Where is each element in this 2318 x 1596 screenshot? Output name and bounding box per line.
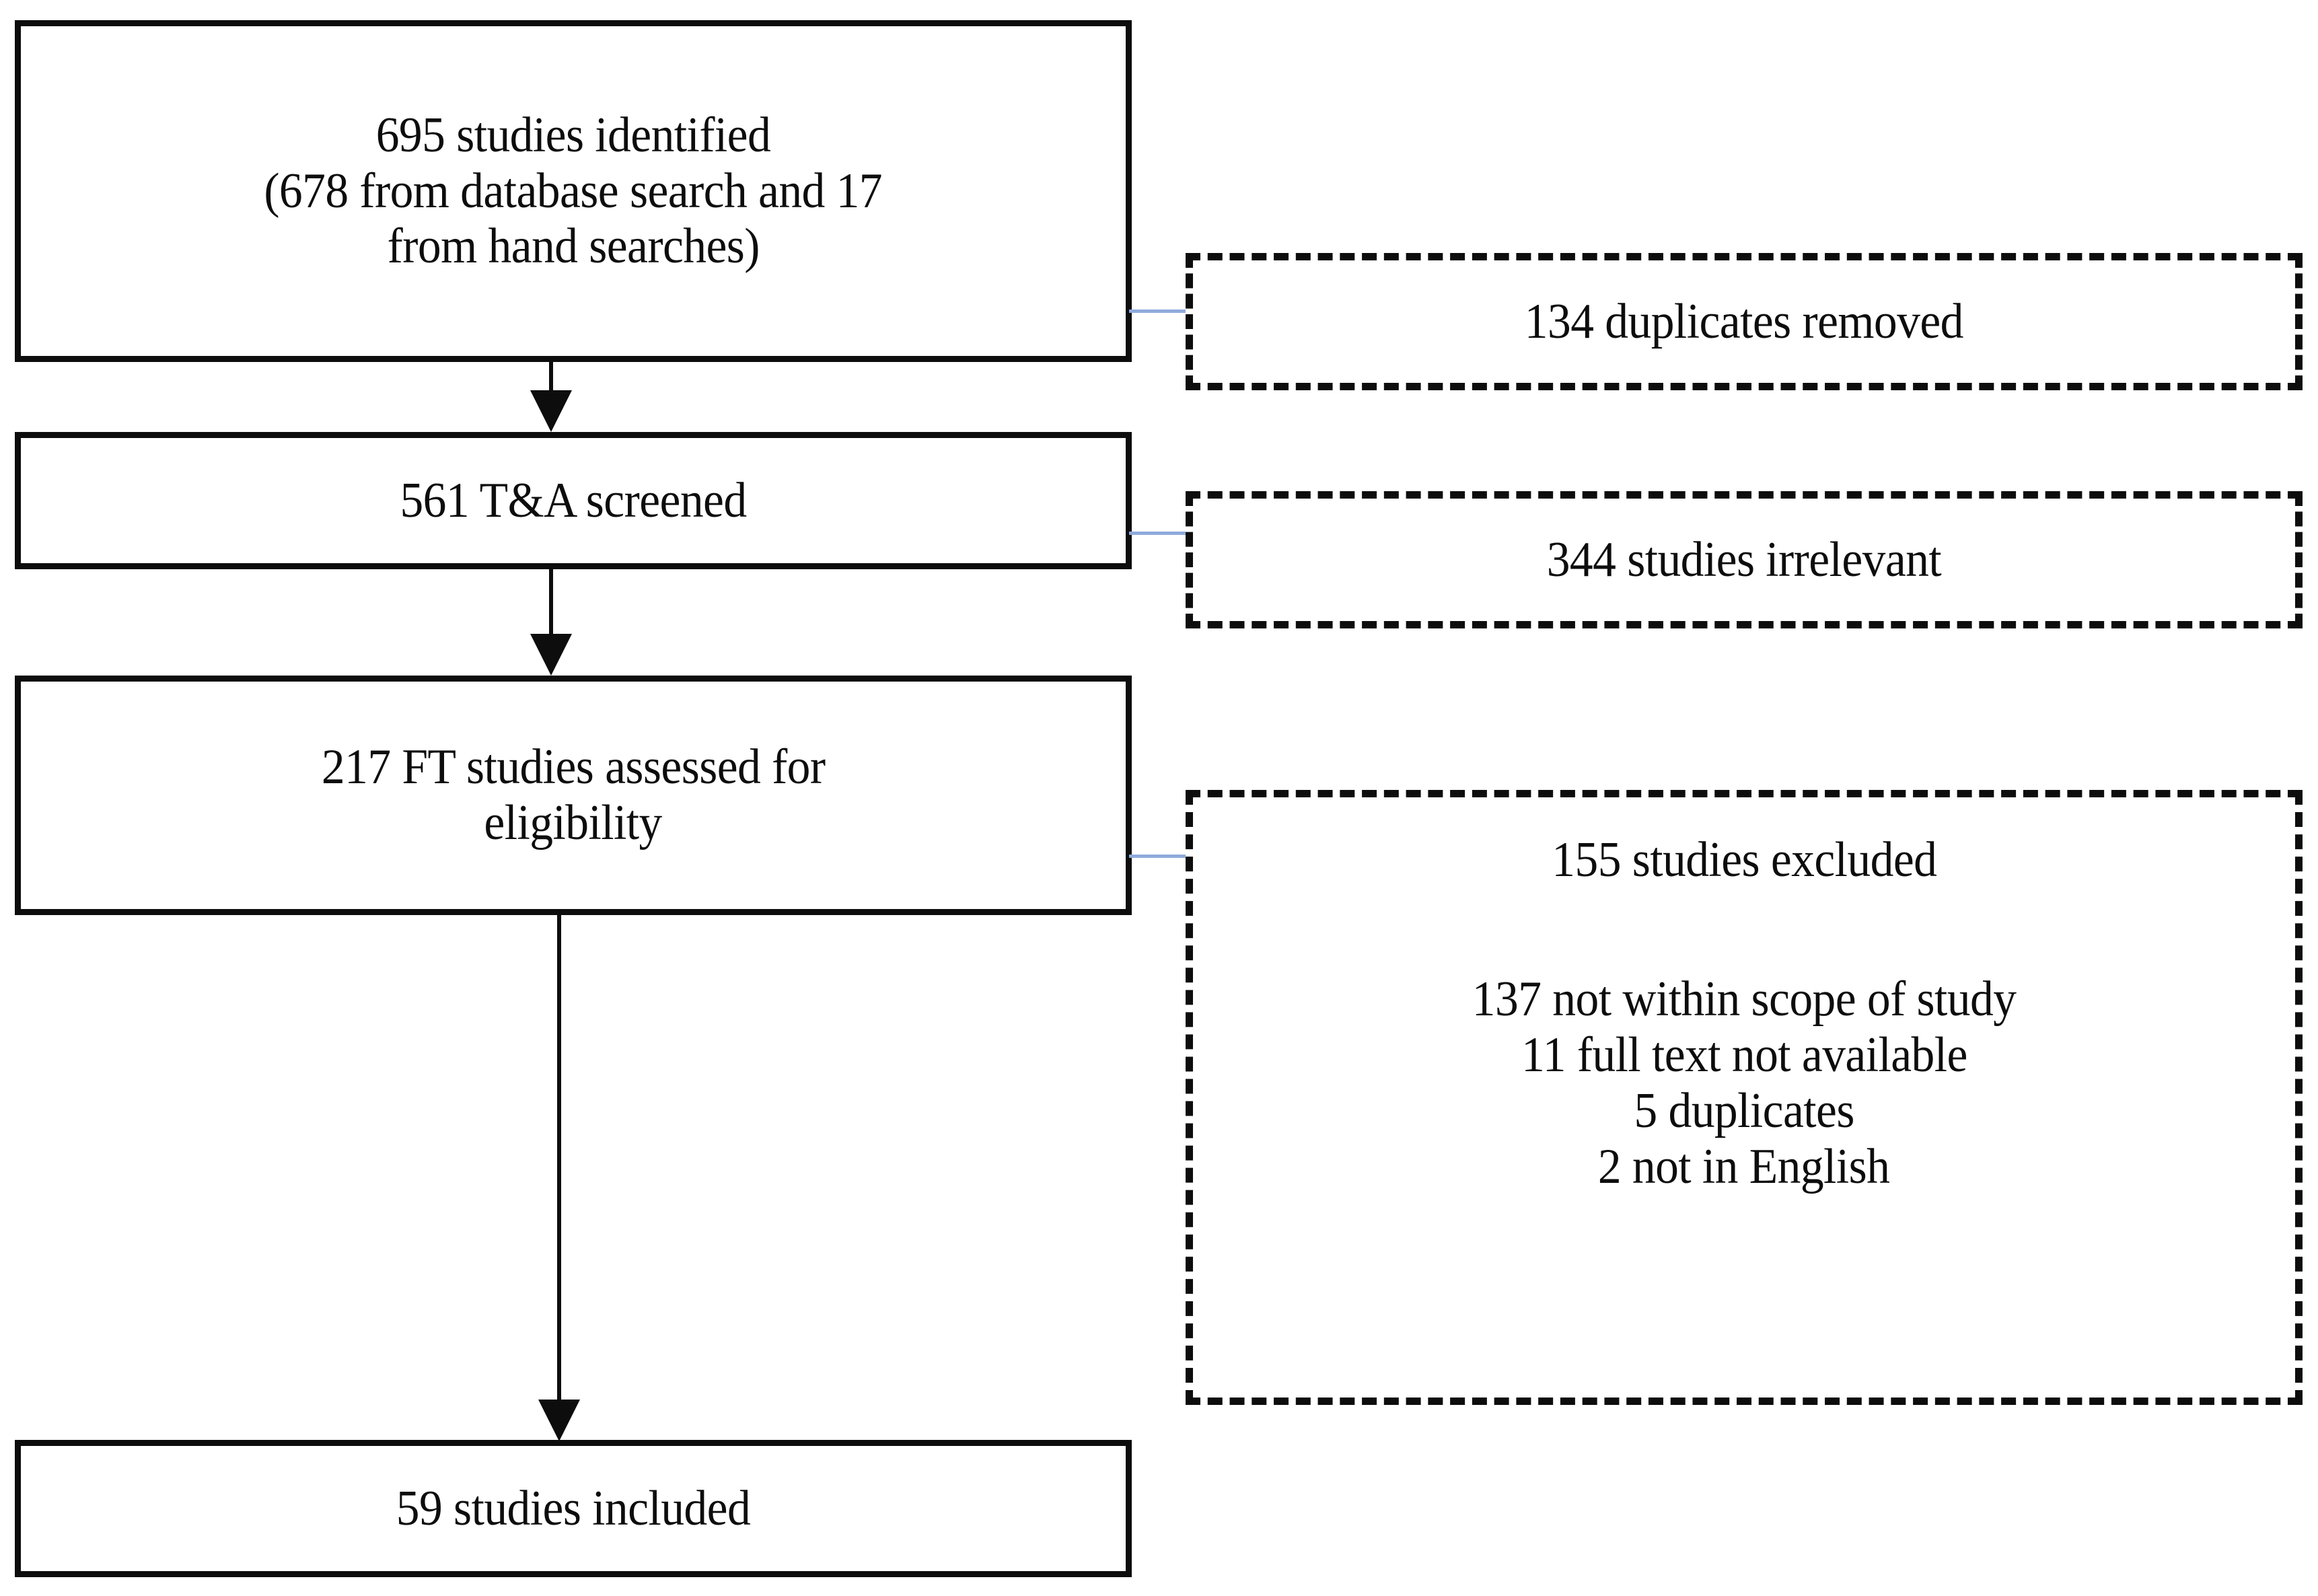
exclusion-excluded-line-1: 155 studies excluded xyxy=(1551,832,1937,887)
connector-line-excluded xyxy=(1129,855,1191,858)
arrow-eligibility-to-included xyxy=(538,915,580,1441)
arrow-screened-to-eligibility xyxy=(530,569,572,676)
exclusion-box-studies-irrelevant: 344 studies irrelevant xyxy=(1186,491,2303,628)
arrow-head xyxy=(530,390,572,432)
exclusion-reason-scope: 137 not within scope of study xyxy=(1472,971,2017,1027)
exclusion-reason-duplicates: 5 duplicates xyxy=(1634,1083,1854,1138)
exclusion-duplicates-line-1: 134 duplicates removed xyxy=(1524,293,1964,349)
flow-box-eligibility-line-2: eligibility xyxy=(484,795,663,850)
exclusion-reason-fulltext: 11 full text not available xyxy=(1521,1027,1967,1083)
exclusion-box-studies-excluded: 155 studies excluded 137 not within scop… xyxy=(1186,790,2303,1405)
flow-box-studies-identified: 695 studies identified (678 from databas… xyxy=(15,20,1132,362)
exclusion-box-duplicates-removed: 134 duplicates removed xyxy=(1186,253,2303,390)
flow-box-included-line-1: 59 studies included xyxy=(396,1480,751,1536)
arrow-shaft xyxy=(549,569,553,637)
exclusion-excluded-spacer xyxy=(1739,888,1750,972)
arrow-shaft xyxy=(557,915,561,1401)
exclusion-reason-language: 2 not in English xyxy=(1598,1138,1890,1194)
connector-line-irrelevant xyxy=(1129,532,1191,535)
flow-box-studies-included: 59 studies included xyxy=(15,1440,1132,1577)
arrow-identified-to-screened xyxy=(530,362,572,432)
arrow-head xyxy=(530,634,572,676)
flow-box-eligibility-line-1: 217 FT studies assessed for xyxy=(321,739,826,795)
arrow-shaft xyxy=(549,362,553,396)
flow-box-fulltext-eligibility: 217 FT studies assessed for eligibility xyxy=(15,676,1132,915)
flow-box-ta-screened: 561 T&A screened xyxy=(15,432,1132,569)
flow-box-identified-line-3: from hand searches) xyxy=(387,219,760,275)
arrow-head xyxy=(538,1400,580,1441)
flow-box-identified-line-2: (678 from database search and 17 xyxy=(264,163,883,219)
flow-box-identified-line-1: 695 studies identified xyxy=(375,107,771,163)
exclusion-irrelevant-line-1: 344 studies irrelevant xyxy=(1546,532,1942,587)
connector-line-duplicates xyxy=(1129,310,1191,313)
flow-box-screened-line-1: 561 T&A screened xyxy=(400,472,747,528)
